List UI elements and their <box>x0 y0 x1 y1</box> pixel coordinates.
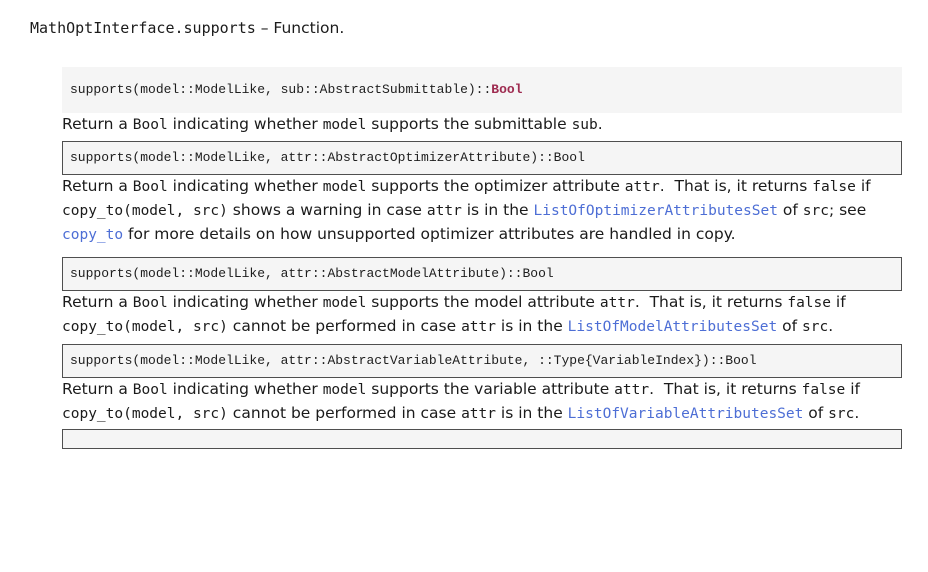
text-run: supports the variable attribute <box>366 380 615 398</box>
inline-code: model <box>322 382 367 398</box>
inline-code: copy_to(model, src) <box>62 319 228 335</box>
text-run: if <box>845 380 860 398</box>
code-main: supports(model::ModelLike, sub::Abstract… <box>70 82 492 97</box>
inline-code: attr <box>614 382 650 398</box>
paragraph-submittable: Return a Bool indicating whether model s… <box>62 113 902 137</box>
text-run: Return a <box>62 115 133 133</box>
text-run: . That is, it returns <box>659 177 813 195</box>
inline-code: Bool <box>132 382 168 398</box>
inline-code: src <box>802 203 829 219</box>
text-run: supports the model attribute <box>366 293 600 311</box>
text-run: Return a <box>62 380 133 398</box>
inline-code: model <box>322 295 367 311</box>
doc-link-ListOfModelAttributesSet[interactable]: ListOfModelAttributesSet <box>567 319 778 335</box>
text-run: indicating whether <box>167 177 323 195</box>
binding-kind: Function. <box>273 19 345 37</box>
text-run: Return a <box>62 293 133 311</box>
code-block-signature-optimizer-attribute: supports(model::ModelLike, attr::Abstrac… <box>62 141 902 175</box>
inline-code: attr <box>461 406 496 422</box>
text-run: . <box>597 115 603 133</box>
code-builtin-token: Bool <box>491 82 523 97</box>
doc-link-ListOfOptimizerAttributesSet[interactable]: ListOfOptimizerAttributesSet <box>533 203 778 219</box>
docstring-header: MathOptInterface.supports – Function. <box>30 20 928 37</box>
text-run: indicating whether <box>167 115 323 133</box>
text-run: Return a <box>62 177 133 195</box>
inline-code: attr <box>461 319 496 335</box>
text-run: if <box>831 293 846 311</box>
inline-code: false <box>801 382 846 398</box>
inline-code: attr <box>624 179 660 195</box>
doc-link-ListOfVariableAttributesSet[interactable]: ListOfVariableAttributesSet <box>567 406 804 422</box>
text-run: . <box>854 404 860 422</box>
inline-code: attr <box>426 203 462 219</box>
inline-code: Bool <box>132 295 168 311</box>
inline-code: copy_to(model, src) <box>62 203 228 219</box>
code-block-partial-clipped <box>62 429 902 449</box>
code-block-signature-submittable: supports(model::ModelLike, sub::Abstract… <box>62 67 902 113</box>
docs-page: MathOptInterface.supports – Function. su… <box>0 20 928 449</box>
text-run: . <box>828 317 834 335</box>
text-run: supports the optimizer attribute <box>366 177 625 195</box>
inline-code: src <box>801 319 829 335</box>
text-run: . That is, it returns <box>649 380 802 398</box>
text-run: indicating whether <box>167 380 323 398</box>
inline-code: Bool <box>132 117 168 133</box>
inline-code: copy_to(model, src) <box>62 406 228 422</box>
docstring-body: supports(model::ModelLike, sub::Abstract… <box>62 67 902 449</box>
code-text: supports(model::ModelLike, attr::Abstrac… <box>70 266 554 281</box>
inline-code: false <box>812 179 856 195</box>
text-run: of <box>803 404 829 422</box>
code-text: supports(model::ModelLike, sub::Abstract… <box>70 82 523 97</box>
text-run: is in the <box>496 317 568 335</box>
text-run: is in the <box>496 404 568 422</box>
text-run: of <box>777 317 802 335</box>
text-run: cannot be performed in case <box>227 404 462 422</box>
text-run: . That is, it returns <box>634 293 788 311</box>
text-run: is in the <box>461 201 534 219</box>
inline-code: model <box>322 117 367 133</box>
inline-code: model <box>322 179 367 195</box>
text-run: supports the submittable <box>366 115 572 133</box>
inline-code: sub <box>571 117 598 133</box>
binding-name: MathOptInterface.supports <box>30 19 256 37</box>
inline-code: false <box>787 295 831 311</box>
inline-code: attr <box>599 295 635 311</box>
code-text: supports(model::ModelLike, attr::Abstrac… <box>70 150 585 165</box>
text-run: cannot be performed in case <box>227 317 462 335</box>
header-separator: – <box>255 19 274 37</box>
text-run: ; see <box>828 201 867 219</box>
paragraph-model-attribute: Return a Bool indicating whether model s… <box>62 291 902 339</box>
text-run: for more details on how unsupported opti… <box>123 225 736 243</box>
code-block-signature-model-attribute: supports(model::ModelLike, attr::Abstrac… <box>62 257 902 291</box>
code-text: supports(model::ModelLike, attr::Abstrac… <box>70 353 757 368</box>
paragraph-variable-attribute: Return a Bool indicating whether model s… <box>62 378 902 426</box>
inline-code: src <box>828 406 855 422</box>
text-run: if <box>855 177 871 195</box>
text-run: of <box>777 201 803 219</box>
paragraph-optimizer-attribute: Return a Bool indicating whether model s… <box>62 175 902 247</box>
text-run: indicating whether <box>167 293 323 311</box>
doc-link-copy_to[interactable]: copy_to <box>62 227 124 243</box>
code-block-signature-variable-attribute: supports(model::ModelLike, attr::Abstrac… <box>62 344 902 378</box>
text-run: shows a warning in case <box>227 201 427 219</box>
inline-code: Bool <box>132 179 168 195</box>
